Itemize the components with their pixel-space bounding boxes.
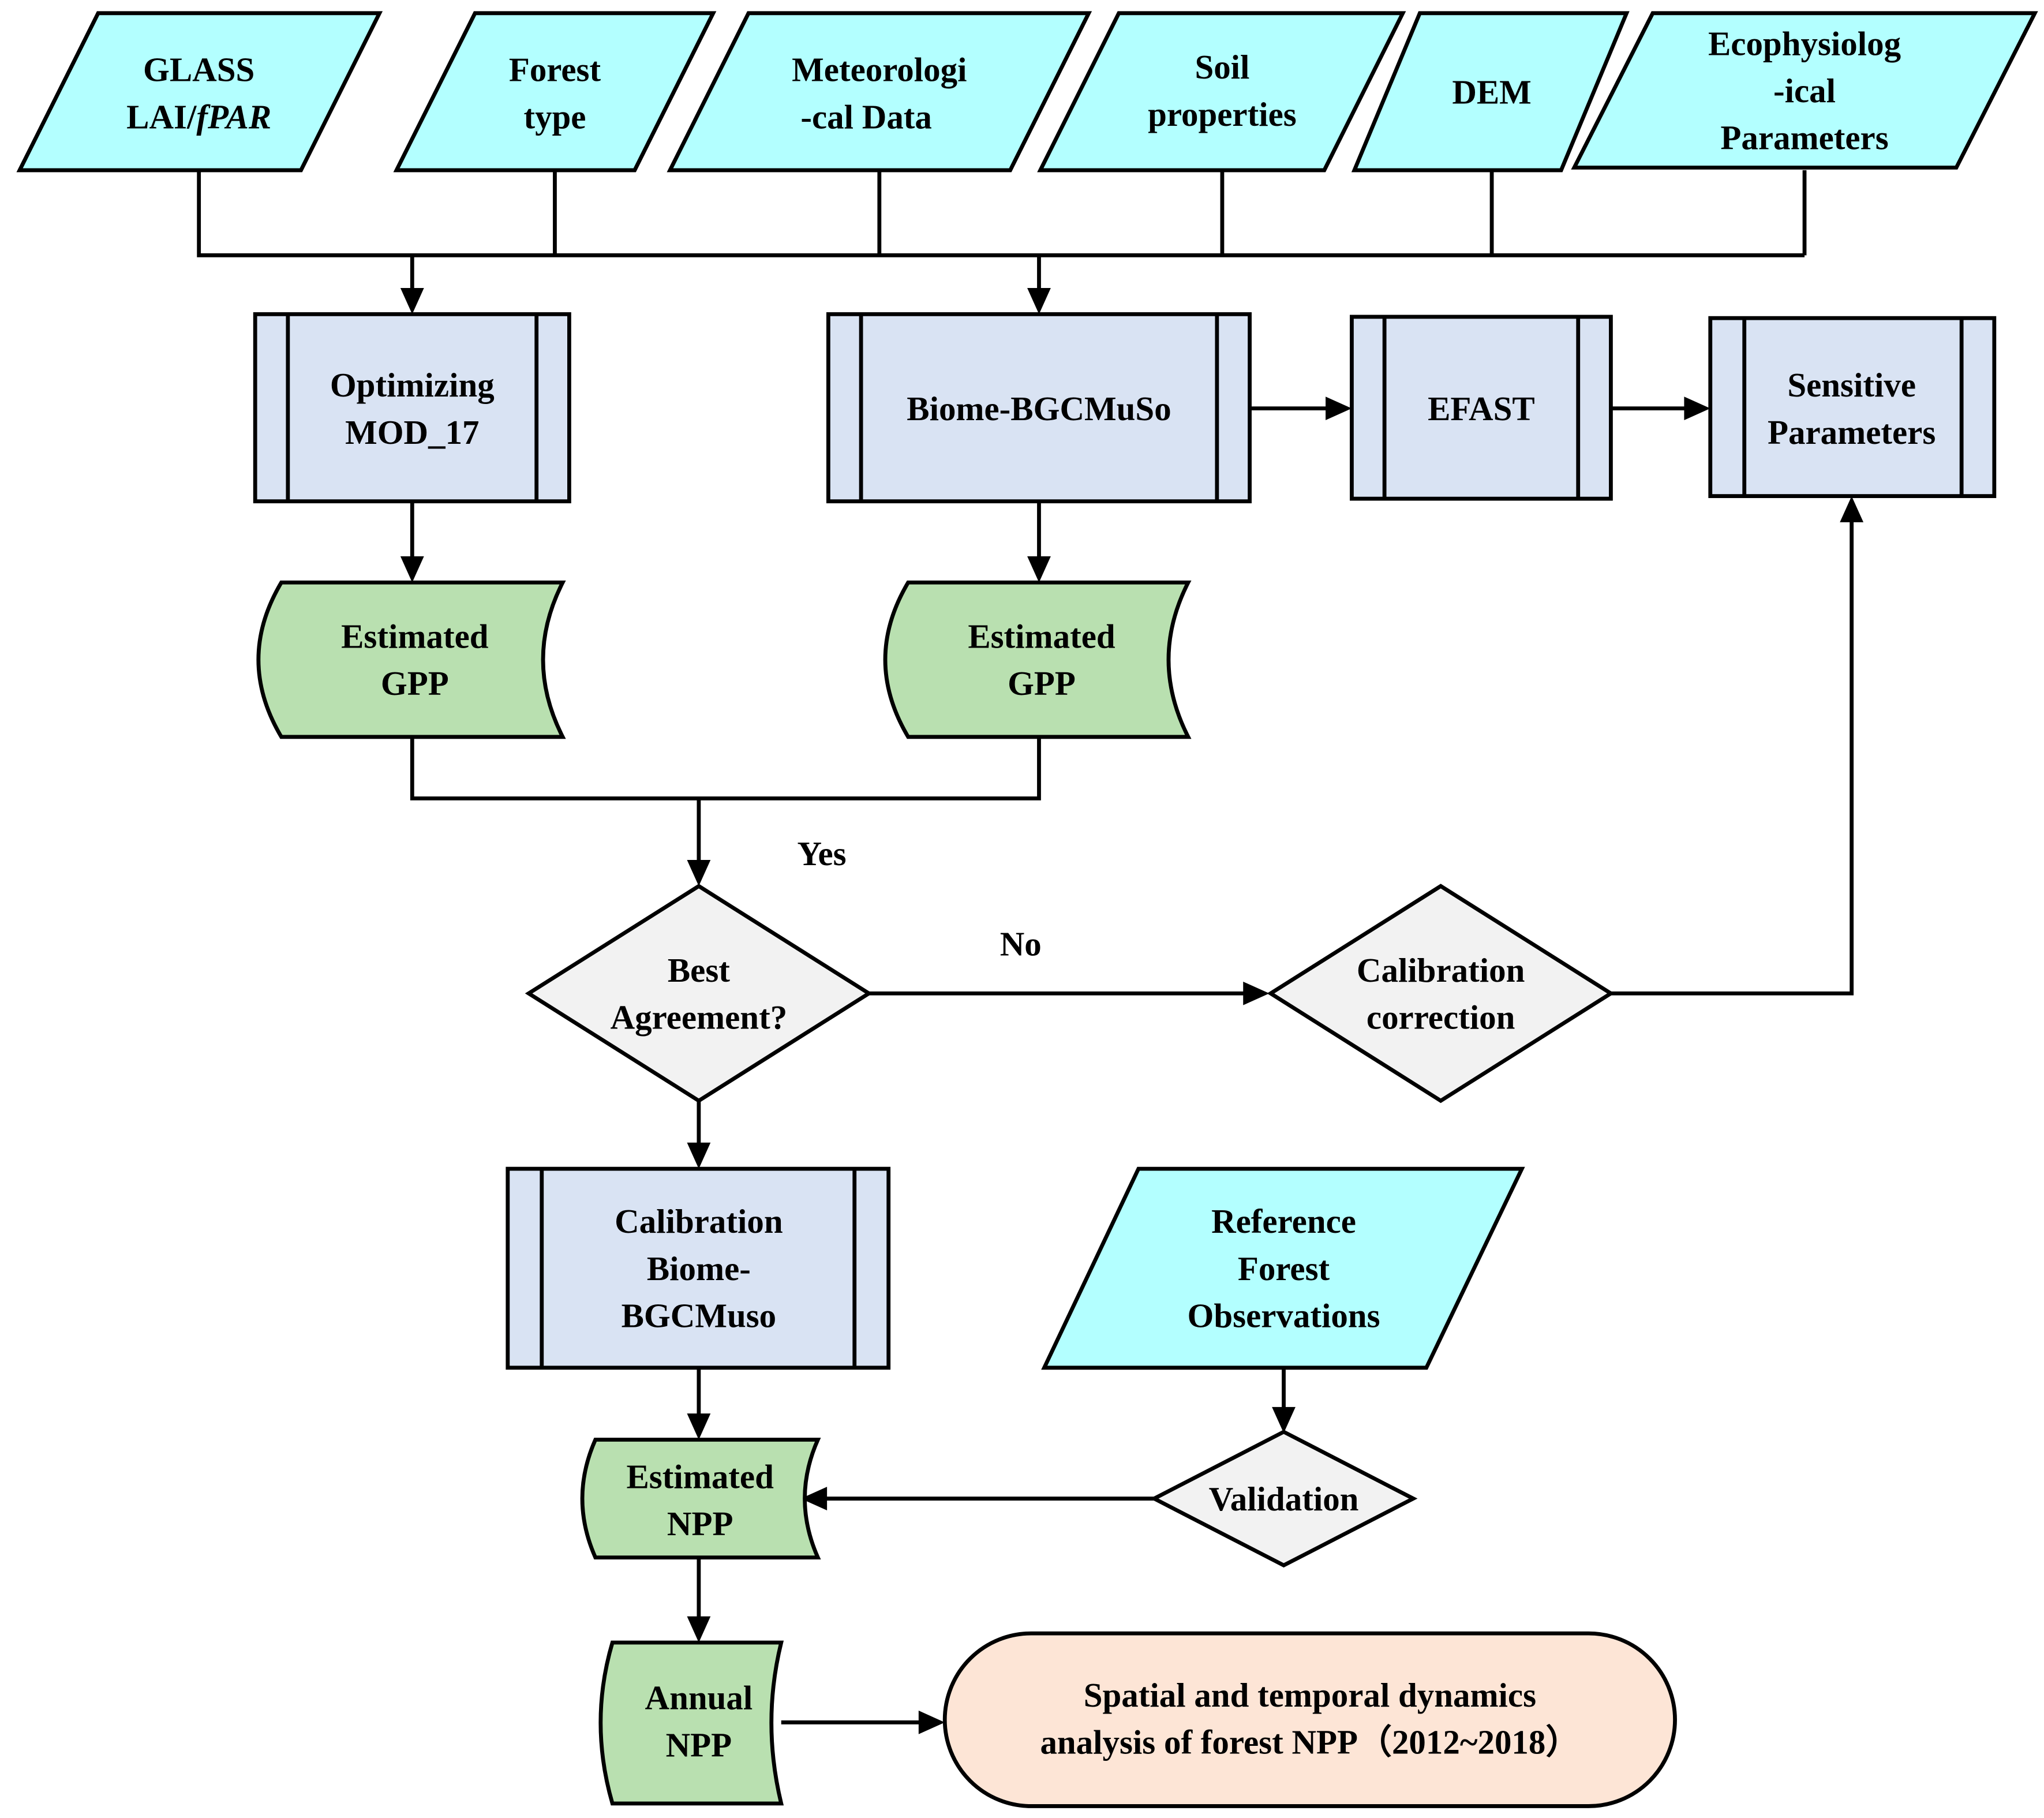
decision-best-agreement: Best Agreement? xyxy=(525,884,873,1103)
connector-inputs-bus xyxy=(197,170,1805,257)
data-annual-npp: Annual NPP xyxy=(598,1640,784,1806)
input-meteorological-data: Meteorologi -cal Data xyxy=(667,11,1092,173)
node-label: Estimated xyxy=(341,618,489,656)
arrowhead xyxy=(687,859,711,886)
node-label: Biome- xyxy=(647,1250,751,1288)
data-estimated-gpp-mod17: Estimated GPP xyxy=(256,580,566,739)
node-label: Parameters xyxy=(1720,119,1888,157)
node-label: analysis of forest NPP（2012~2018） xyxy=(1040,1723,1579,1761)
node-label: Validation xyxy=(1209,1480,1359,1518)
data-estimated-gpp-biome: Estimated GPP xyxy=(883,580,1192,739)
process-sensitive-parameters: Sensitive Parameters xyxy=(1708,316,1997,498)
node-label: correction xyxy=(1367,998,1515,1036)
node-label: Soil xyxy=(1195,48,1249,86)
arrowhead xyxy=(1326,396,1352,421)
process-calibration-biome-bgcmuso: Calibration Biome- BGCMuso xyxy=(506,1166,891,1370)
node-label: Reference xyxy=(1211,1202,1356,1240)
node-label: GPP xyxy=(381,664,449,702)
input-forest-type: Forest type xyxy=(393,11,717,173)
arrowhead xyxy=(1684,396,1710,421)
arrowhead xyxy=(400,556,424,583)
input-label: LAI/fPAR xyxy=(126,98,271,136)
input-dem: DEM xyxy=(1351,11,1630,173)
connectors xyxy=(197,170,1854,1725)
arrowhead xyxy=(1243,981,1270,1005)
arrowhead xyxy=(1840,496,1864,522)
process-optimizing-mod17: Optimizing MOD_17 xyxy=(253,312,571,504)
terminal-spatial-temporal-analysis: Spatial and temporal dynamics analysis o… xyxy=(942,1631,1677,1808)
input-ecophysiological-parameters: Ecophysiolog -ical Parameters xyxy=(1571,11,2038,170)
node-label: -cal Data xyxy=(800,98,932,136)
node-label: Parameters xyxy=(1768,413,1936,451)
node-label: Calibration xyxy=(1357,951,1525,989)
input-label: GLASS xyxy=(143,51,254,89)
node-label: Optimizing xyxy=(330,366,495,404)
node-label: Estimated xyxy=(968,618,1115,656)
label-no: No xyxy=(1000,925,1042,963)
node-label: MOD_17 xyxy=(345,413,479,451)
arrowhead xyxy=(687,1616,711,1643)
input-glass-lai-fpar: GLASS LAI/fPAR xyxy=(16,11,383,173)
input-reference-forest-observations: Reference Forest Observations xyxy=(1041,1166,1525,1370)
node-label: Estimated xyxy=(626,1457,774,1495)
node-label: GPP xyxy=(1008,664,1076,702)
arrowheads xyxy=(400,288,1864,1734)
node-label: Forest xyxy=(509,51,601,89)
arrowhead xyxy=(1272,1406,1296,1434)
arrowhead xyxy=(400,288,424,315)
arrowhead xyxy=(800,1487,828,1510)
node-label: Calibration xyxy=(615,1202,783,1240)
node-label: DEM xyxy=(1452,73,1532,111)
node-label: type xyxy=(523,98,586,136)
node-label: Meteorologi xyxy=(792,51,967,89)
node-label: Annual xyxy=(645,1679,753,1717)
node-label: Observations xyxy=(1188,1297,1380,1335)
node-label: Ecophysiolog xyxy=(1708,24,1901,62)
node-label: NPP xyxy=(667,1505,733,1543)
node-label: -ical xyxy=(1773,72,1836,110)
data-estimated-npp: Estimated NPP xyxy=(580,1438,821,1560)
label-yes: Yes xyxy=(797,835,846,873)
node-label: properties xyxy=(1148,95,1297,133)
node-label: Biome-BGCMuSo xyxy=(907,390,1171,428)
process-efast: EFAST xyxy=(1350,315,1613,501)
node-label: Agreement? xyxy=(611,998,788,1036)
input-soil-properties: Soil properties xyxy=(1037,11,1406,173)
arrowhead xyxy=(1027,288,1051,315)
arrowhead xyxy=(918,1710,945,1734)
arrowhead xyxy=(1027,556,1051,583)
process-biome-bgcmuso: Biome-BGCMuSo xyxy=(826,312,1252,504)
arrowhead xyxy=(687,1413,711,1440)
node-label: NPP xyxy=(666,1726,732,1764)
node-label: Sensitive xyxy=(1787,366,1916,404)
node-label: Forest xyxy=(1238,1250,1330,1288)
decision-calibration-correction: Calibration correction xyxy=(1267,884,1615,1103)
node-label: BGCMuso xyxy=(622,1297,777,1335)
node-label: EFAST xyxy=(1428,390,1535,428)
node-label: Spatial and temporal dynamics xyxy=(1084,1676,1536,1714)
decision-validation: Validation xyxy=(1150,1430,1418,1568)
node-label: Best xyxy=(668,951,730,989)
arrowhead xyxy=(687,1142,711,1169)
